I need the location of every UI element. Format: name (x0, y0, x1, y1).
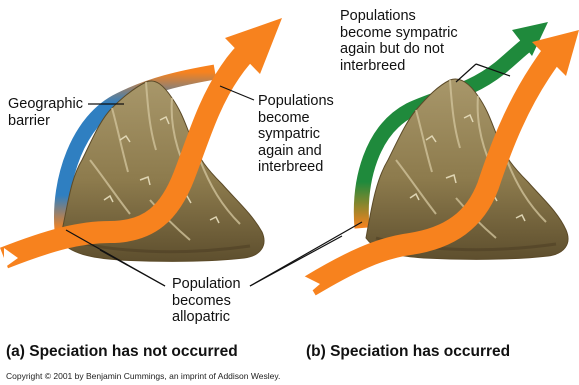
geographic-barrier-label: Geographic barrier (8, 96, 83, 129)
populations-reunite-no-interbreed-label: Populations become sympatric again but d… (340, 8, 458, 74)
caption-panel-b: (b) Speciation has occurred (306, 343, 510, 361)
populations-reunite-interbreed-label: Populations become sympatric again and i… (258, 93, 334, 176)
copyright-notice: Copyright © 2001 by Benjamin Cummings, a… (6, 371, 280, 381)
caption-panel-a: (a) Speciation has not occurred (6, 343, 238, 361)
population-becomes-allopatric-label: Population becomes allopatric (172, 276, 241, 326)
panel-a (4, 18, 282, 268)
